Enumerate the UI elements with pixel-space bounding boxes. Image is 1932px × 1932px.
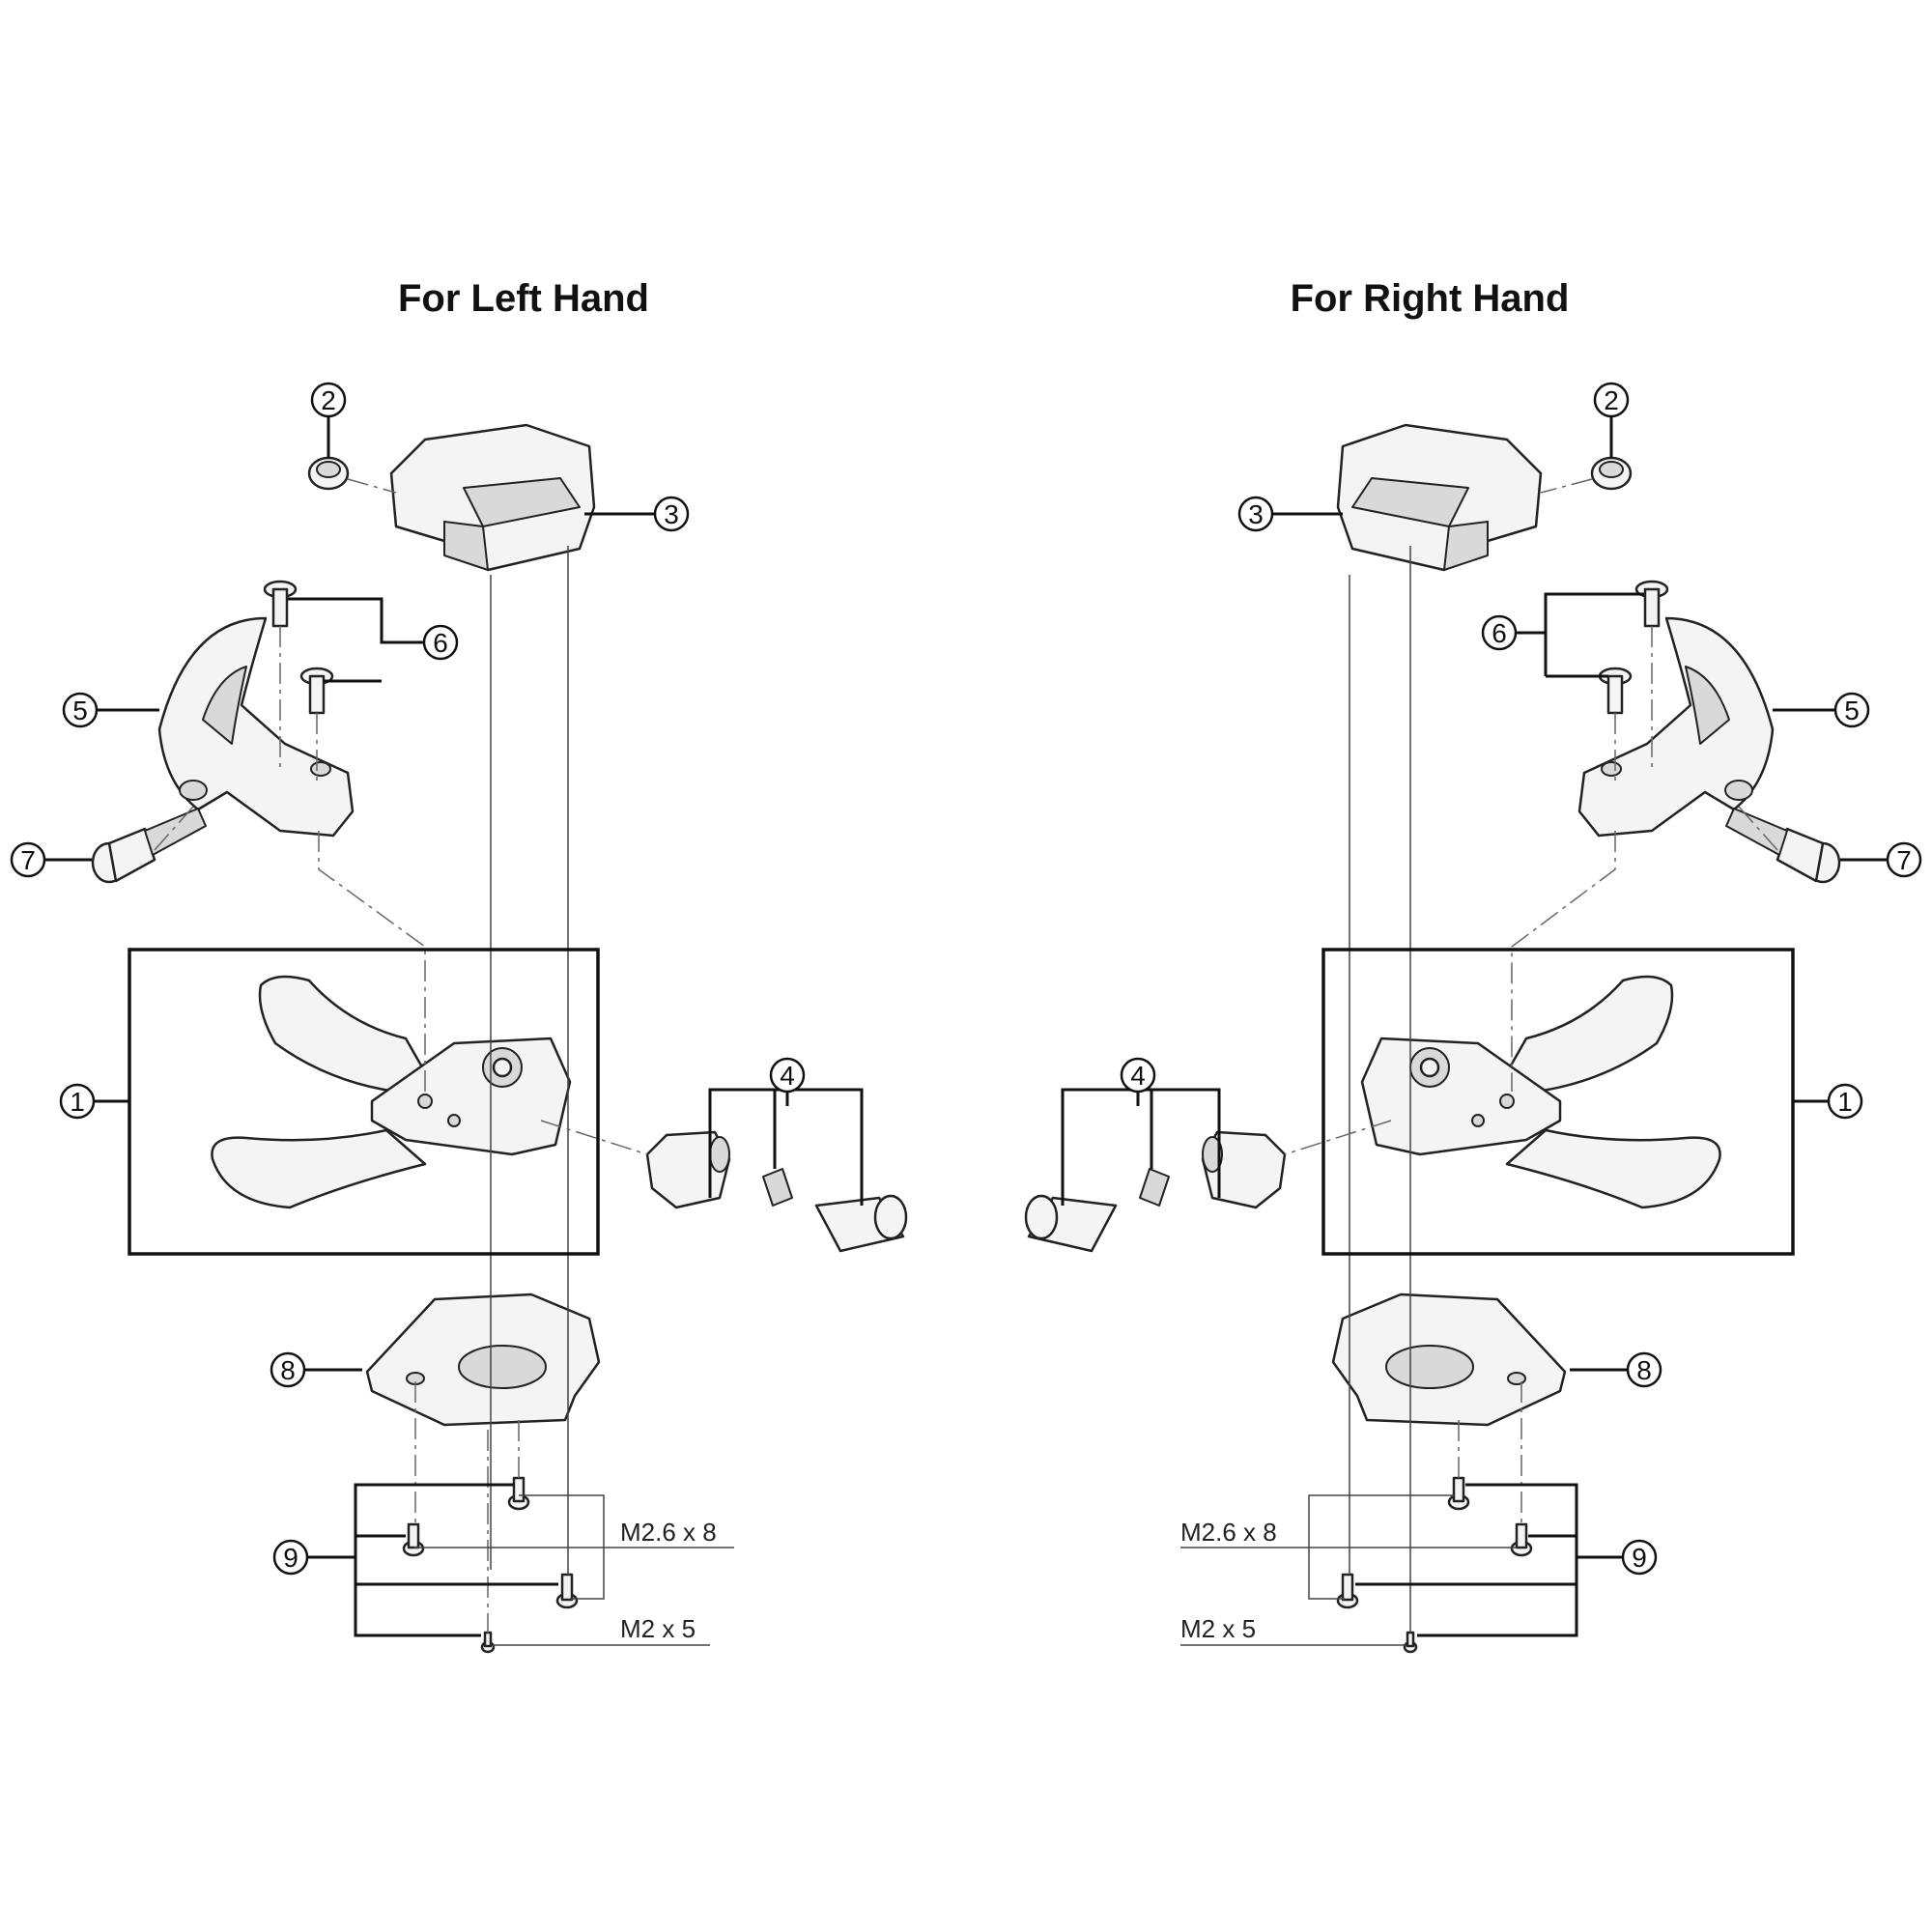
svg-text:7: 7 (1896, 845, 1912, 875)
left-part-1-main-unit (211, 975, 572, 1209)
left-spec-m2-6x8: M2.6 x 8 (620, 1518, 717, 1547)
svg-text:4: 4 (1130, 1061, 1146, 1091)
right-part-7-bolt (1725, 808, 1841, 884)
left-callout-8: 8 (270, 1351, 306, 1388)
left-callout-4: 4 (769, 1057, 806, 1094)
left-callout-5: 5 (62, 692, 99, 728)
svg-text:7: 7 (20, 845, 36, 875)
svg-text:9: 9 (1632, 1543, 1647, 1573)
left-part-3-cover (389, 423, 596, 572)
left-guide-lines (154, 478, 734, 1646)
svg-text:2: 2 (321, 385, 336, 415)
svg-text:3: 3 (664, 499, 679, 529)
svg-text:8: 8 (280, 1355, 296, 1385)
right-leader-lines (1061, 416, 1888, 1637)
left-spec-m2x5: M2 x 5 (620, 1614, 696, 1643)
left-part-9-screws (402, 1476, 579, 1654)
right-part-3-cover (1336, 423, 1543, 572)
right-callouts: 2 3 6 5 7 1 4 8 9 (1120, 382, 1922, 1576)
right-callout-2: 2 (1593, 382, 1630, 418)
right-callout-7: 7 (1886, 841, 1922, 878)
svg-text:5: 5 (1844, 696, 1860, 725)
left-callout-7: 7 (10, 841, 46, 878)
svg-text:1: 1 (1837, 1087, 1853, 1117)
left-callout-1: 1 (59, 1083, 96, 1120)
right-callout-1: 1 (1827, 1083, 1863, 1120)
left-part-4-adjuster (645, 1130, 908, 1253)
svg-text:8: 8 (1636, 1355, 1652, 1385)
right-part-8-base (1331, 1293, 1567, 1427)
left-part-6-screws (263, 580, 334, 715)
svg-text:2: 2 (1604, 385, 1619, 415)
right-callout-8: 8 (1626, 1351, 1662, 1388)
svg-text:5: 5 (72, 696, 88, 725)
right-spec-m2x5: M2 x 5 (1180, 1614, 1256, 1643)
right-part-4-adjuster (1024, 1130, 1287, 1253)
right-callout-4: 4 (1120, 1057, 1156, 1094)
right-guide-lines (1180, 478, 1778, 1646)
left-callout-6: 6 (422, 624, 459, 661)
left-part-7-bolt (91, 808, 207, 884)
left-callouts: 2 3 6 5 7 1 4 8 9 (10, 382, 806, 1576)
right-callout-9: 9 (1621, 1539, 1658, 1576)
svg-text:6: 6 (433, 628, 448, 658)
left-part-5-clamp (157, 616, 355, 838)
svg-text:9: 9 (283, 1543, 298, 1573)
right-part-6-screws (1598, 580, 1669, 715)
title-right-hand: For Right Hand (1291, 277, 1570, 320)
right-spec-m2-6x8: M2.6 x 8 (1180, 1518, 1277, 1547)
svg-text:3: 3 (1248, 499, 1264, 529)
svg-text:4: 4 (780, 1061, 795, 1091)
right-hand-assembly: 2 3 6 5 7 1 4 8 9 M2.6 x 8 M2 x 5 (1024, 382, 1922, 1654)
svg-text:6: 6 (1492, 618, 1507, 648)
right-part-9-screws (1336, 1476, 1533, 1654)
right-part-2-cap (1590, 456, 1633, 491)
left-hand-assembly: 2 3 6 5 7 1 4 8 9 M2.6 x 8 M2 x 5 (10, 382, 908, 1654)
left-callout-9: 9 (272, 1539, 309, 1576)
left-part-2-cap (307, 456, 350, 491)
svg-text:1: 1 (70, 1087, 85, 1117)
right-callout-5: 5 (1833, 692, 1870, 728)
left-part-8-base (365, 1293, 601, 1427)
right-part-5-clamp (1577, 616, 1775, 838)
left-callout-2: 2 (310, 382, 347, 418)
right-part-1-main-unit (1360, 975, 1721, 1209)
left-leader-lines (44, 416, 864, 1637)
right-callout-3: 3 (1237, 496, 1274, 532)
title-left-hand: For Left Hand (398, 277, 649, 320)
right-callout-6: 6 (1481, 614, 1518, 651)
left-callout-3: 3 (653, 496, 690, 532)
